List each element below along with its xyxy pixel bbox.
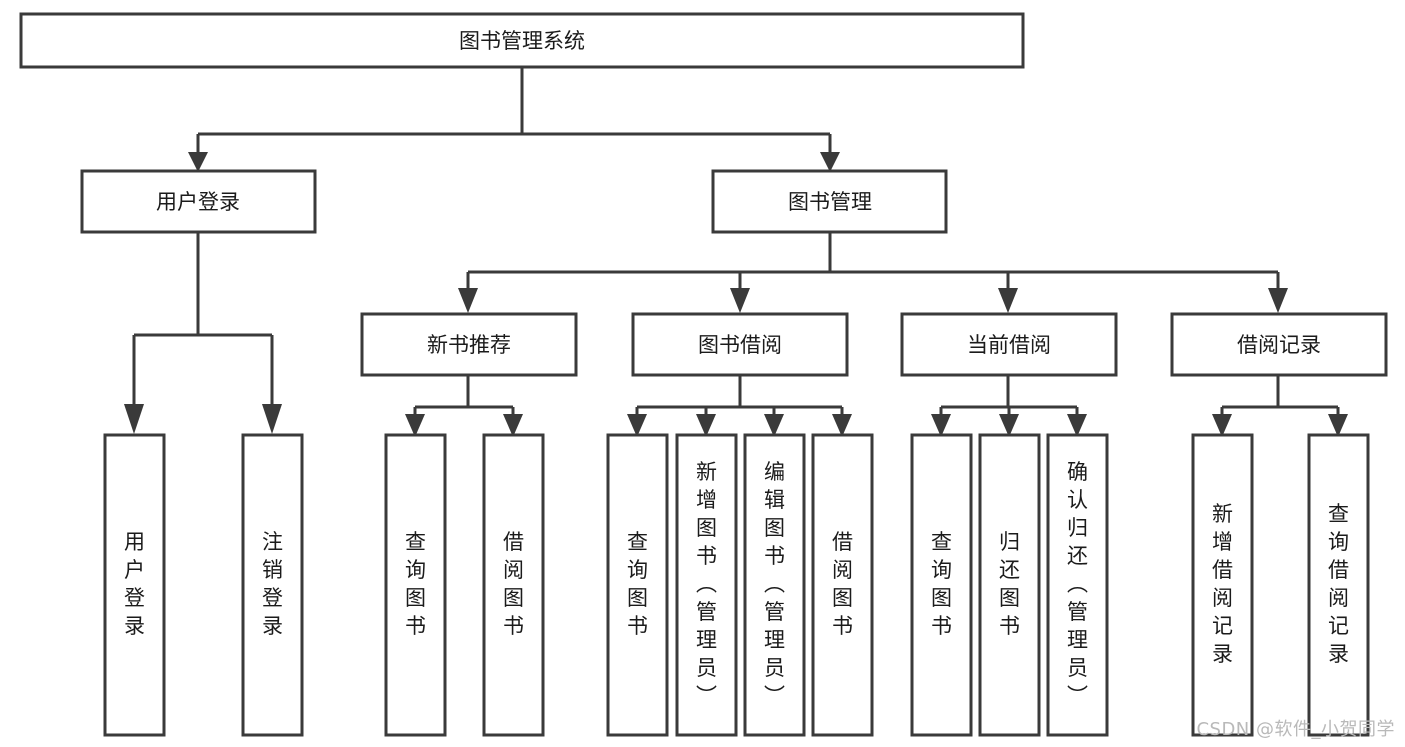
leaf-book-borrow-borrow[interactable]: 借 阅 图 书 [811,433,874,737]
node-borrow-record[interactable]: 借阅记录 [1170,312,1388,377]
arrow-bookborrow-leaf-2 [696,414,716,437]
leaf-new-book-query-box[interactable] [384,433,447,737]
arrow-bookborrow-leaf-4 [832,414,852,437]
node-book-borrow[interactable]: 图书借阅 [631,312,849,377]
node-book-borrow-box[interactable] [631,312,849,377]
leaf-borrow-record-query-label: 查 询 借 阅 记 录 [1328,502,1349,666]
leaf-user-login-login[interactable]: 用 户 登 录 [103,433,166,737]
leaf-current-borrow-return-box[interactable] [978,433,1041,737]
node-book-borrow-label: 图书借阅 [698,333,782,357]
arrow-to-book-manage [820,152,840,172]
leaf-book-borrow-borrow-label: 借 阅 图 书 [832,530,853,638]
arrow-currentborrow-leaf-1 [931,414,951,437]
arrow-to-new-book [458,288,478,313]
leaf-new-book-borrow[interactable]: 借 阅 图 书 [482,433,545,737]
leaf-book-borrow-edit-label: 编 辑 图 书 ︵ 管 理 员 ︶ [764,460,785,708]
leaf-new-book-borrow-box[interactable] [482,433,545,737]
leaf-borrow-record-add[interactable]: 新 增 借 阅 记 录 [1191,433,1254,737]
edges-group [124,67,1348,437]
arrow-newbook-leaf-2 [503,414,523,437]
leaf-user-login-logout-box[interactable] [241,433,304,737]
node-book-management-box[interactable] [711,169,948,234]
leaf-user-login-login-box[interactable] [103,433,166,737]
node-root-box[interactable] [19,12,1025,69]
node-new-book-recommend-label: 新书推荐 [427,333,511,357]
leaf-borrow-record-add-label: 新 增 借 阅 记 录 [1212,502,1233,666]
leaf-borrow-record-add-label-wrap: 新 增 借 阅 记 录 [1212,502,1233,666]
node-new-book-recommend-box[interactable] [360,312,578,377]
node-root-book-management-system[interactable]: 图书管理系统 [19,12,1025,69]
csdn-watermark: CSDN @软件_小贺同学 [1196,719,1395,740]
leaf-current-borrow-return-label: 归 还 图 书 [999,530,1020,638]
leaf-book-borrow-edit-box[interactable] [743,433,806,737]
arrow-borrowrecord-leaf-1 [1212,414,1232,437]
node-user-login-box[interactable] [80,169,317,234]
arrow-newbook-leaf-1 [405,414,425,437]
leaf-current-borrow-query[interactable]: 查 询 图 书 [910,433,973,737]
node-current-borrow[interactable]: 当前借阅 [900,312,1118,377]
leaf-current-borrow-query-label: 查 询 图 书 [931,530,952,638]
leaf-current-borrow-confirm-label-wrap: 确 认 归 还 ︵ 管 理 员 ︶ [1067,460,1088,708]
leaf-book-borrow-add-label-wrap: 新 增 图 书 ︵ 管 理 员 ︶ [696,460,717,708]
arrow-userlogin-leaf-1 [124,404,144,434]
leaf-book-borrow-query-label-wrap: 查 询 图 书 [627,530,648,638]
leaf-book-borrow-borrow-label-wrap: 借 阅 图 书 [832,530,853,638]
arrow-currentborrow-leaf-3 [1067,414,1087,437]
leaf-user-login-logout-label: 注 销 登 录 [262,530,283,638]
node-root-label: 图书管理系统 [459,29,585,53]
arrow-to-user-login [188,152,208,172]
leaf-book-borrow-edit[interactable]: 编 辑 图 书 ︵ 管 理 员 ︶ [743,433,806,737]
leaf-current-borrow-confirm-box[interactable] [1046,433,1109,737]
node-book-management-label: 图书管理 [788,190,872,214]
leaf-new-book-query-label: 查 询 图 书 [405,530,426,638]
arrow-bookborrow-leaf-3 [764,414,784,437]
arrow-userlogin-leaf-2 [262,404,282,434]
leaf-new-book-borrow-label: 借 阅 图 书 [503,530,524,638]
leaf-user-login-login-label-wrap: 用 户 登 录 [124,530,145,638]
node-borrow-record-box[interactable] [1170,312,1388,377]
leaf-user-login-logout-label-wrap: 注 销 登 录 [262,530,283,638]
node-current-borrow-box[interactable] [900,312,1118,377]
leaf-new-book-query-label-wrap: 查 询 图 书 [405,530,426,638]
arrow-to-book-borrow [730,288,750,313]
node-user-login-label: 用户登录 [156,190,240,214]
node-borrow-record-label: 借阅记录 [1237,333,1321,357]
leaf-current-borrow-query-box[interactable] [910,433,973,737]
node-book-management[interactable]: 图书管理 [711,169,948,234]
leaf-book-borrow-borrow-box[interactable] [811,433,874,737]
leaf-book-borrow-add-box[interactable] [675,433,738,737]
leaf-current-borrow-confirm-label: 确 认 归 还 ︵ 管 理 员 ︶ [1067,460,1088,708]
leaf-book-borrow-query-label: 查 询 图 书 [627,530,648,638]
leaf-new-book-borrow-label-wrap: 借 阅 图 书 [503,530,524,638]
node-user-login[interactable]: 用户登录 [80,169,317,234]
leaf-current-borrow-return[interactable]: 归 还 图 书 [978,433,1041,737]
arrow-borrowrecord-leaf-2 [1328,414,1348,437]
leaf-borrow-record-query-label-wrap: 查 询 借 阅 记 录 [1328,502,1349,666]
leaf-book-borrow-edit-label-wrap: 编 辑 图 书 ︵ 管 理 员 ︶ [764,460,785,708]
arrow-to-current-borrow [998,288,1018,313]
leaf-borrow-record-add-box[interactable] [1191,433,1254,737]
leaf-borrow-record-query-box[interactable] [1307,433,1370,737]
leaf-book-borrow-query-box[interactable] [606,433,669,737]
leaf-book-borrow-query[interactable]: 查 询 图 书 [606,433,669,737]
leaf-new-book-query[interactable]: 查 询 图 书 [384,433,447,737]
leaf-user-login-login-label: 用 户 登 录 [124,530,145,638]
leaf-book-borrow-add[interactable]: 新 增 图 书 ︵ 管 理 员 ︶ [675,433,738,737]
arrow-currentborrow-leaf-2 [999,414,1019,437]
leaf-current-borrow-confirm[interactable]: 确 认 归 还 ︵ 管 理 员 ︶ [1046,433,1109,737]
node-new-book-recommend[interactable]: 新书推荐 [360,312,578,377]
leaf-borrow-record-query[interactable]: 查 询 借 阅 记 录 [1307,433,1370,737]
leaf-user-login-logout[interactable]: 注 销 登 录 [241,433,304,737]
arrow-bookborrow-leaf-1 [627,414,647,437]
leaf-current-borrow-return-label-wrap: 归 还 图 书 [999,530,1020,638]
leaf-book-borrow-add-label: 新 增 图 书 ︵ 管 理 员 ︶ [696,460,717,708]
arrow-to-borrow-record [1268,288,1288,313]
leaf-current-borrow-query-label-wrap: 查 询 图 书 [931,530,952,638]
node-current-borrow-label: 当前借阅 [967,333,1051,357]
